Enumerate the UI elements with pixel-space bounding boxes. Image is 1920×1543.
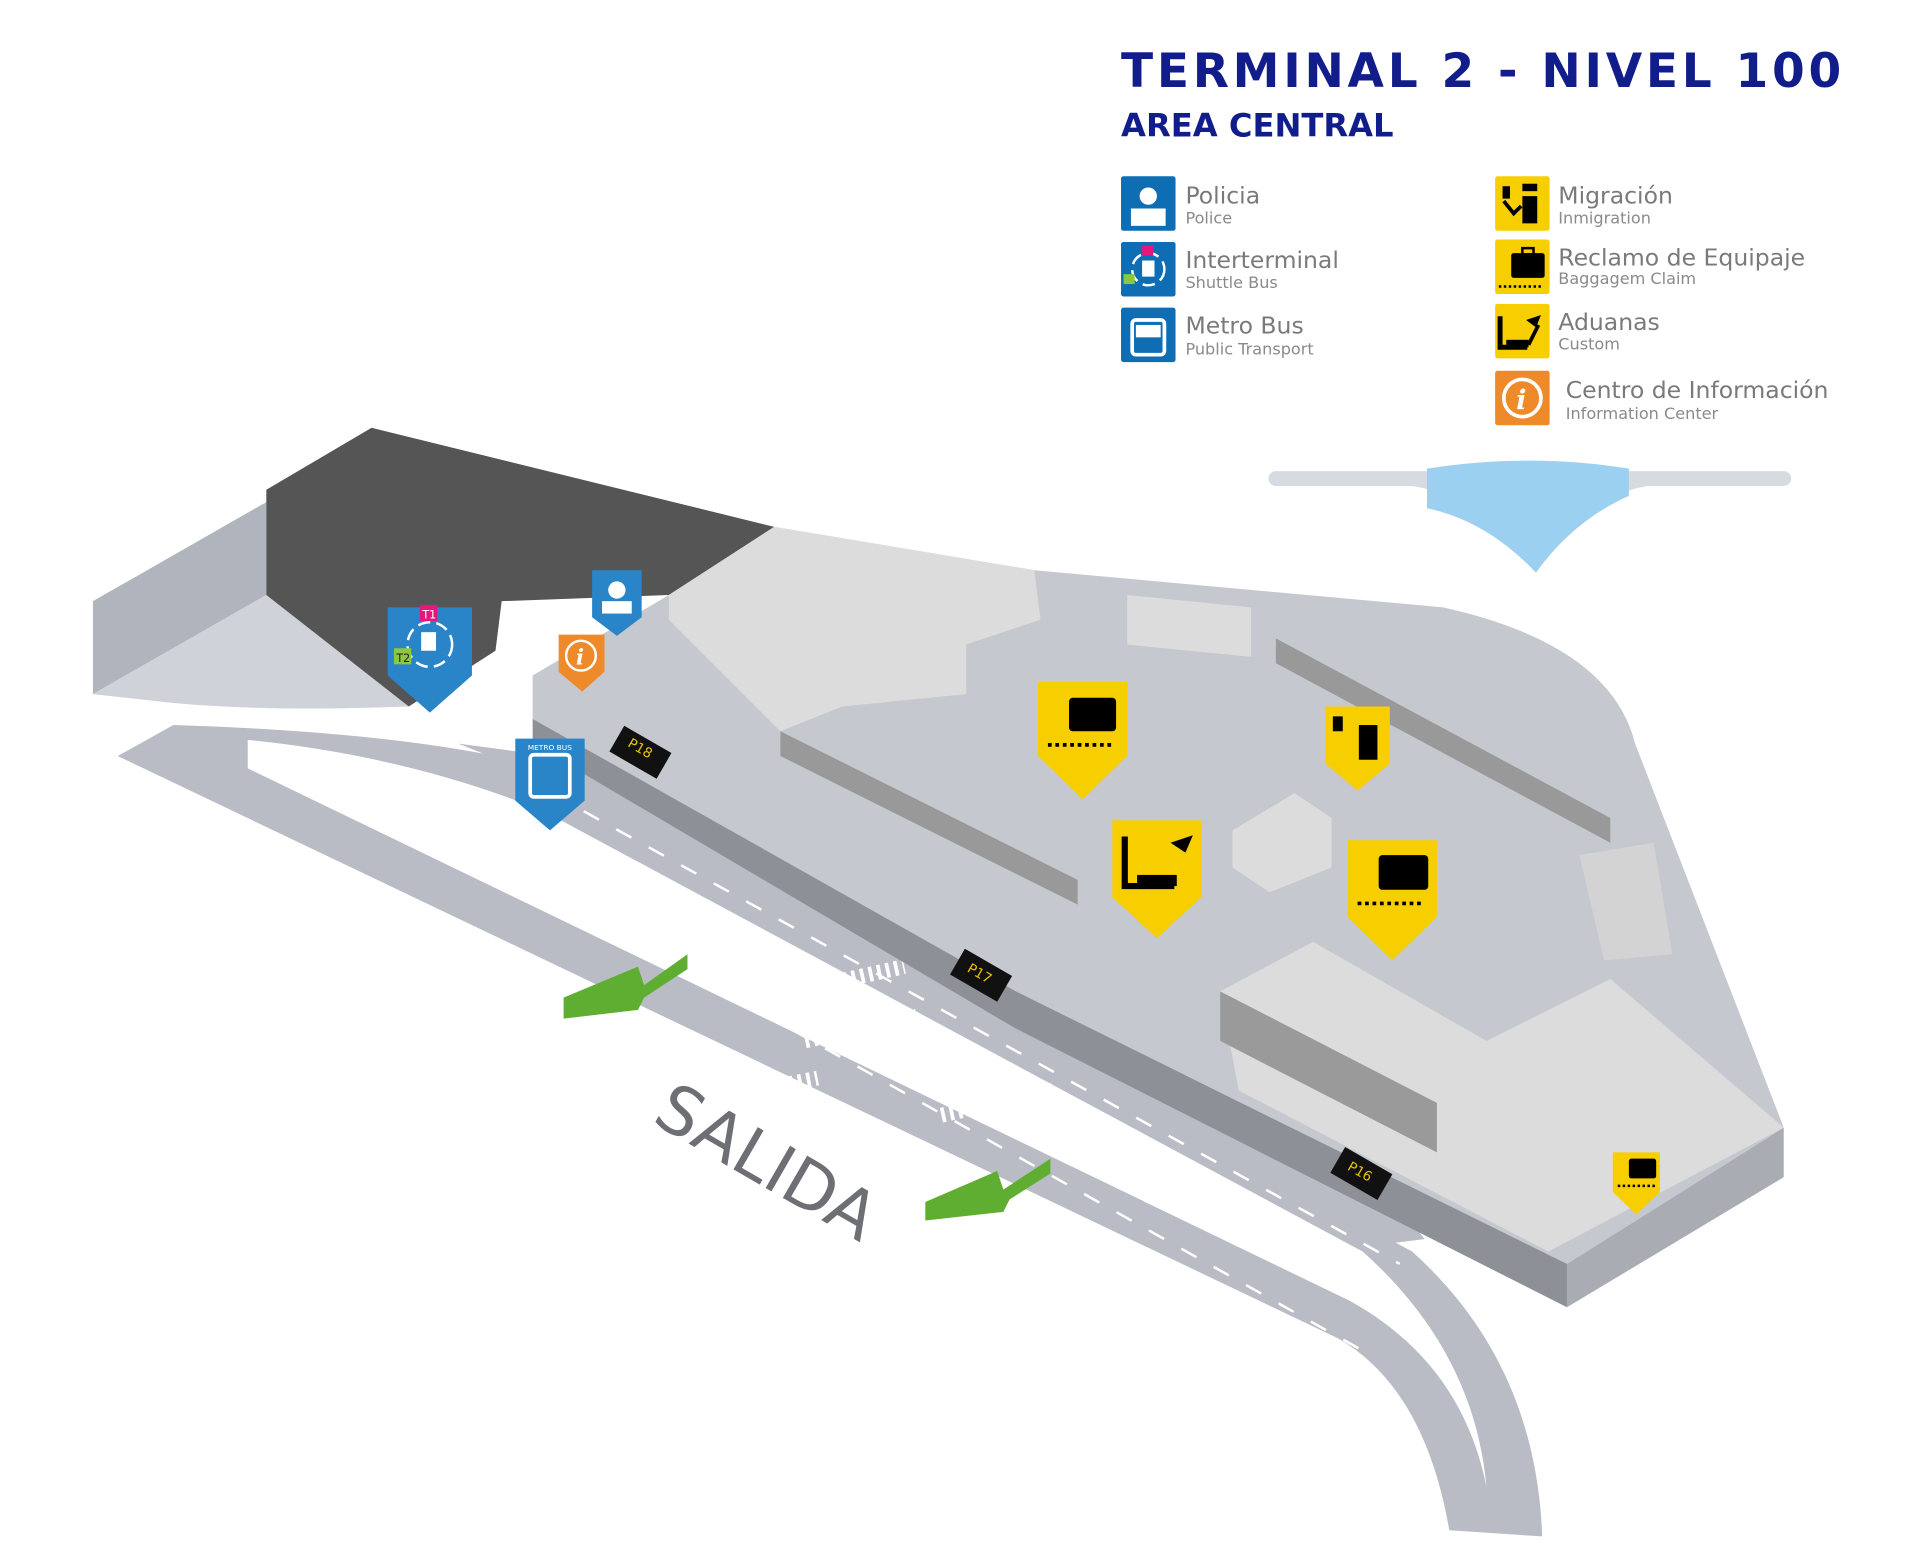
legend-label: Aduanas bbox=[1558, 308, 1659, 336]
gate-sign-p17: P17 bbox=[950, 948, 1013, 1002]
legend-label: Metro Bus bbox=[1185, 312, 1303, 340]
marker-customs[interactable] bbox=[1112, 820, 1202, 939]
legend-label: Migración bbox=[1558, 182, 1673, 210]
legend-item-metro-bus: Metro Bus Public Transport bbox=[1121, 307, 1314, 363]
legend-label: Centro de Información bbox=[1566, 376, 1829, 404]
legend-sublabel: Inmigration bbox=[1558, 208, 1651, 227]
marker-metro-bus[interactable]: METRO BUS bbox=[515, 738, 585, 831]
legend-item-baggage: Reclamo de Equipaje Baggagem Claim bbox=[1495, 239, 1805, 294]
shuttle-bus-icon bbox=[421, 632, 437, 651]
baggage-claim-icon bbox=[1628, 1158, 1657, 1179]
legend-sublabel: Information Center bbox=[1566, 404, 1719, 423]
legend-item-info: i Centro de Información Information Cent… bbox=[1495, 370, 1829, 426]
info-icon bbox=[564, 639, 598, 672]
legend-sublabel: Public Transport bbox=[1185, 340, 1313, 359]
svg-text:i: i bbox=[1516, 384, 1526, 416]
metro-bus-icon bbox=[528, 752, 572, 799]
legend-item-immigration: Migración Inmigration bbox=[1495, 176, 1673, 231]
marker-police[interactable] bbox=[592, 570, 642, 636]
police-icon bbox=[608, 581, 626, 599]
legend-sublabel: Shuttle Bus bbox=[1185, 273, 1277, 292]
customs-icon bbox=[1495, 303, 1550, 359]
page-subtitle: AREA CENTRAL bbox=[1121, 107, 1394, 145]
gate-sign-p16: P16 bbox=[1330, 1146, 1393, 1200]
airplane-silhouette bbox=[1268, 460, 1792, 573]
legend-sublabel: Custom bbox=[1558, 335, 1620, 354]
svg-text:i: i bbox=[576, 644, 584, 669]
legend-item-police: Policia Police bbox=[1121, 176, 1260, 231]
marker-baggage-claim[interactable] bbox=[1038, 681, 1128, 800]
exit-arrow-icon bbox=[925, 1158, 1051, 1221]
legend-label: Interterminal bbox=[1185, 246, 1338, 274]
legend-sublabel: Baggagem Claim bbox=[1558, 269, 1696, 288]
svg-text:METRO BUS: METRO BUS bbox=[528, 743, 573, 752]
marker-baggage-claim[interactable] bbox=[1347, 840, 1437, 961]
page-title: TERMINAL 2 - NIVEL 100 bbox=[1121, 44, 1845, 99]
legend-item-shuttle: Interterminal Shuttle Bus bbox=[1121, 241, 1339, 297]
legend-sublabel: Police bbox=[1185, 208, 1232, 227]
marker-immigration[interactable] bbox=[1325, 706, 1390, 791]
legend-item-customs: Aduanas Custom bbox=[1495, 303, 1660, 359]
baggage-claim-icon bbox=[1378, 855, 1429, 890]
baggage-claim-icon bbox=[1069, 697, 1117, 732]
legend-label: Reclamo de Equipaje bbox=[1558, 243, 1805, 271]
marker-info[interactable]: i bbox=[558, 634, 605, 692]
road-network bbox=[117, 725, 1543, 1537]
immigration-icon bbox=[1358, 725, 1378, 760]
marker-baggage-claim[interactable] bbox=[1612, 1152, 1660, 1215]
marker-shuttle[interactable]: T1 T2 bbox=[387, 604, 472, 713]
svg-text:T2: T2 bbox=[395, 652, 410, 665]
exit-arrow-icon bbox=[563, 954, 688, 1019]
svg-text:T1: T1 bbox=[421, 609, 436, 622]
legend-label: Policia bbox=[1185, 182, 1260, 210]
